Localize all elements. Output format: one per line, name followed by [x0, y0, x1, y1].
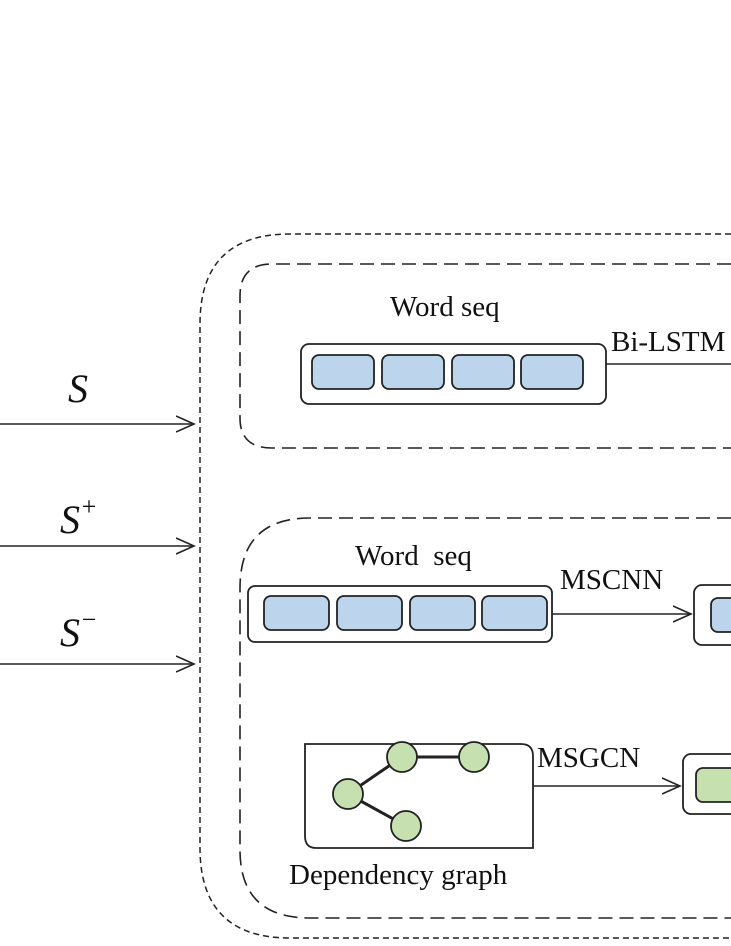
- input-label-s-minus: S−: [60, 605, 98, 655]
- word-token: [520, 354, 584, 390]
- msgcn-output: [682, 753, 731, 815]
- dependency-graph: [304, 741, 534, 849]
- bottom-word-seq-label: Word seq: [355, 540, 472, 572]
- top-word-seq-label: Word seq: [390, 291, 500, 323]
- outer-dashed-container: [199, 233, 731, 939]
- output-node-vector: [695, 767, 731, 803]
- word-token: [381, 354, 445, 390]
- word-token: [451, 354, 515, 390]
- word-token: [481, 595, 548, 631]
- mscnn-output: [693, 584, 731, 646]
- graph-node: [458, 741, 490, 773]
- bilstm-label: Bi-LSTM: [611, 326, 725, 358]
- dependency-graph-caption: Dependency graph: [289, 859, 508, 891]
- msgcn-label: MSGCN: [537, 742, 640, 774]
- graph-node: [390, 810, 422, 842]
- graph-node: [386, 741, 418, 773]
- word-token: [311, 354, 375, 390]
- graph-node: [332, 778, 364, 810]
- word-token: [409, 595, 476, 631]
- output-token: [710, 597, 731, 633]
- word-token: [336, 595, 403, 631]
- top-word-sequence: [300, 343, 607, 405]
- bottom-inner-dashed-box: [239, 517, 731, 919]
- bottom-word-sequence: [247, 585, 553, 643]
- mscnn-label: MSCNN: [560, 564, 663, 596]
- top-inner-dashed-box: [239, 263, 731, 449]
- input-label-s-plus: S+: [60, 492, 98, 542]
- word-token: [263, 595, 330, 631]
- input-label-s: S: [68, 366, 88, 411]
